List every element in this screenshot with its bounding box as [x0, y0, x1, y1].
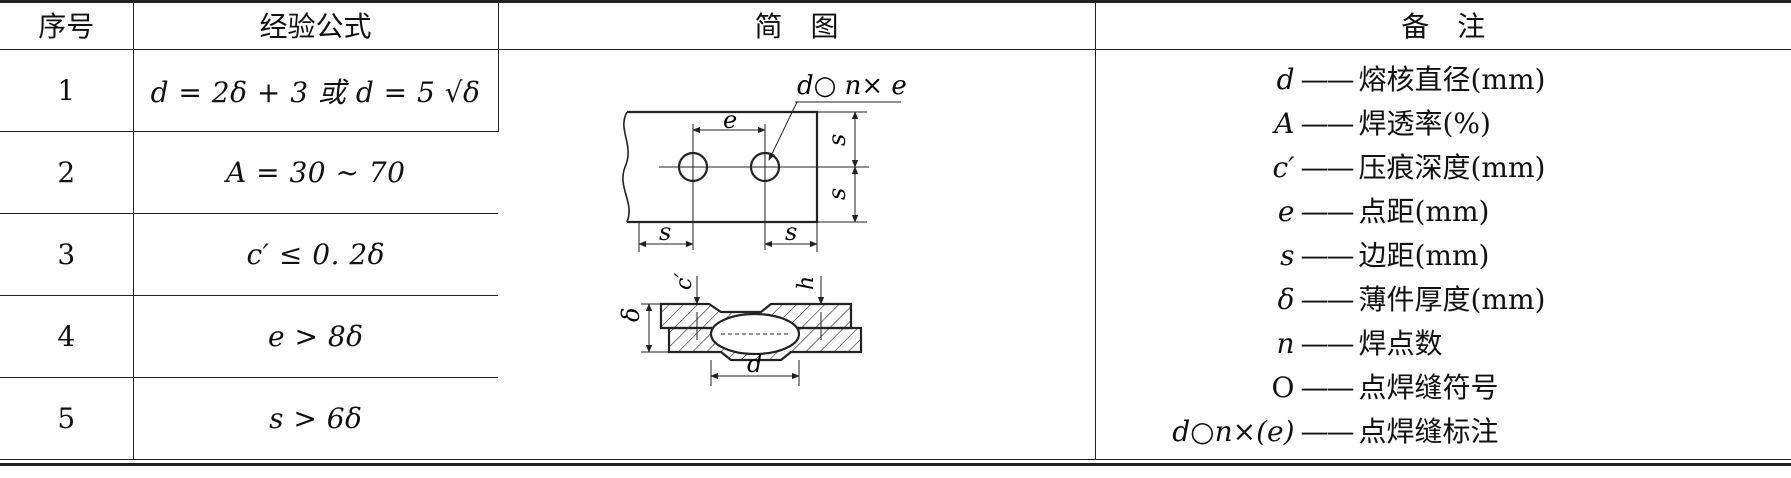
section-view — [659, 302, 862, 362]
callout-label: d○ n× e — [797, 71, 907, 101]
note-line: δ——薄件厚度(mm) — [1096, 278, 1791, 322]
note-dash: —— — [1300, 195, 1355, 228]
h-label: h — [794, 276, 819, 290]
row-index: 3 — [0, 213, 134, 296]
note-symbol: c′ — [1272, 151, 1295, 184]
note-dash: —— — [1300, 283, 1355, 316]
note-symbol: n — [1276, 327, 1295, 360]
delta-label: δ — [617, 308, 645, 322]
note-symbol: e — [1277, 195, 1295, 228]
row-formula: d = 2δ + 3 或 d = 5 √δ — [133, 49, 499, 132]
note-dash: —— — [1300, 107, 1355, 140]
notes-list: d——熔核直径(mm)A——焊透率(%)c′——压痕深度(mm)e——点距(mm… — [1096, 50, 1791, 454]
d-label: d — [747, 350, 762, 378]
note-line: O——点焊缝符号 — [1096, 366, 1791, 410]
note-line: A——焊透率(%) — [1096, 102, 1791, 146]
s-right-top-label: s — [823, 134, 851, 146]
header-row: 序号 经验公式 简 图 备 注 — [0, 0, 1791, 50]
notes-cell: d——熔核直径(mm)A——焊透率(%)c′——压痕深度(mm)e——点距(mm… — [1095, 49, 1791, 460]
e-label: e — [723, 106, 737, 134]
note-line: n——焊点数 — [1096, 322, 1791, 366]
row-formula: c′ ≤ 0. 2δ — [133, 213, 498, 296]
weld-formula-table: 序号 经验公式 简 图 备 注 1 d = 2δ + 3 或 d = 5 √δ — [0, 0, 1791, 460]
row-index: 5 — [0, 377, 134, 460]
note-symbol: A — [1274, 107, 1295, 140]
row-index: 1 — [0, 49, 134, 132]
table-row: 1 d = 2δ + 3 或 d = 5 √δ — [0, 49, 1791, 460]
note-symbol: d○n×(e) — [1172, 415, 1295, 448]
note-dash: —— — [1300, 239, 1355, 272]
note-symbol: d — [1276, 63, 1295, 96]
note-text: 边距(mm) — [1358, 239, 1490, 272]
note-symbol: δ — [1277, 283, 1295, 316]
note-dash: —— — [1300, 63, 1355, 96]
note-text: 点焊缝标注 — [1358, 415, 1499, 448]
table-row: 5 s > 6δ — [0, 377, 1791, 460]
note-text: 点距(mm) — [1358, 195, 1490, 228]
note-line: s——边距(mm) — [1096, 234, 1791, 278]
note-line: e——点距(mm) — [1096, 190, 1791, 234]
note-text: 焊透率(%) — [1358, 107, 1491, 140]
table-bottom-rule — [0, 463, 1791, 466]
header-notes: 备 注 — [1095, 0, 1791, 50]
diagram-cell: d○ n× e e s s s s — [498, 49, 1096, 460]
table-row: 4 e > 8δ — [0, 295, 1791, 378]
note-text: 点焊缝符号 — [1358, 371, 1499, 404]
note-text: 熔核直径(mm) — [1358, 63, 1546, 96]
note-symbol: O — [1271, 371, 1295, 404]
row-formula: e > 8δ — [133, 295, 498, 378]
row-index: 4 — [0, 295, 134, 378]
header-formula: 经验公式 — [133, 0, 499, 50]
note-text: 薄件厚度(mm) — [1358, 283, 1546, 316]
header-index: 序号 — [0, 0, 134, 50]
note-text: 压痕深度(mm) — [1358, 151, 1546, 184]
note-line: c′——压痕深度(mm) — [1096, 146, 1791, 190]
row-formula: A = 30 ~ 70 — [133, 131, 498, 214]
row-index: 2 — [0, 131, 134, 214]
note-line: d——熔核直径(mm) — [1096, 58, 1791, 102]
note-dash: —— — [1300, 327, 1355, 360]
note-dash: —— — [1300, 151, 1355, 184]
s-bottom-left-label: s — [659, 218, 671, 246]
s-right-bottom-label: s — [823, 188, 851, 200]
note-dash: —— — [1300, 371, 1355, 404]
row-formula: s > 6δ — [133, 377, 498, 460]
s-bottom-right-label: s — [785, 218, 797, 246]
table-row: 3 c′ ≤ 0. 2δ — [0, 213, 1791, 296]
weld-nugget — [709, 312, 800, 356]
note-line: d○n×(e)——点焊缝标注 — [1096, 410, 1791, 454]
note-symbol: s — [1280, 239, 1295, 272]
table-row: 2 A = 30 ~ 70 — [0, 131, 1791, 214]
c-prime-label: c′ — [672, 273, 697, 290]
header-diagram: 简 图 — [498, 0, 1096, 50]
note-dash: —— — [1300, 415, 1355, 448]
weld-diagram: d○ n× e e s s s s — [617, 71, 907, 386]
note-text: 焊点数 — [1358, 327, 1443, 360]
